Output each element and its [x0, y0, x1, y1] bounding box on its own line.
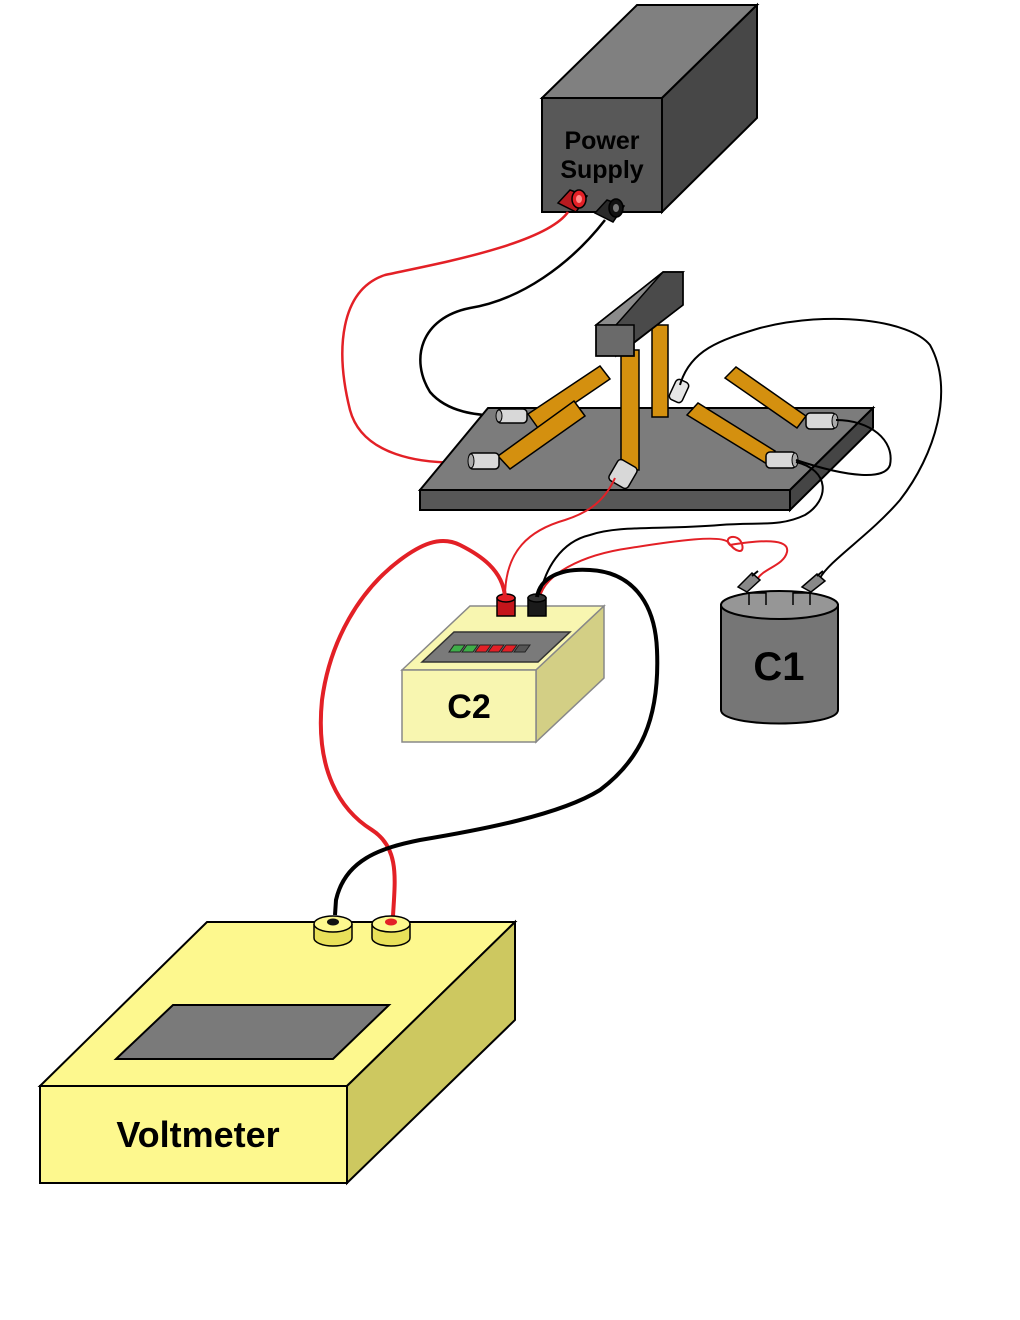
voltmeter-display [113, 1004, 392, 1060]
left-upper-arm [526, 364, 612, 430]
connector-right-upper [805, 412, 839, 430]
black-wire-c2-to-voltmeter [333, 567, 660, 916]
black-wire-supply-to-plate [419, 219, 606, 418]
c2-capacitor: C2 [400, 593, 606, 744]
top-beam [593, 271, 686, 358]
c2-led-row [448, 644, 531, 653]
voltmeter-red-terminal [371, 915, 411, 947]
c1-right-clip [800, 570, 827, 593]
black-wire-right-lower-to-c2 [539, 461, 824, 596]
red-wire-supply-to-plate [341, 211, 570, 464]
c1-capacitor: C1 [720, 570, 839, 725]
c2-black-terminal [527, 593, 547, 617]
left-lower-arm [496, 399, 587, 470]
connector-center-bottom [608, 458, 638, 490]
voltmeter-black-terminal [313, 915, 353, 947]
c1-label: C1 [753, 645, 804, 689]
power-supply: Power Supply [539, 2, 760, 223]
power-supply-black-terminal [593, 198, 626, 223]
c1-left-clip [736, 570, 762, 593]
c2-label: C2 [447, 688, 490, 726]
power-supply-label-line2: Supply [560, 156, 643, 184]
black-wire-right-upper-loop [795, 419, 892, 477]
connector-left-lower [467, 452, 500, 470]
connector-center-top [668, 378, 690, 404]
voltmeter-label: Voltmeter [116, 1114, 279, 1155]
connector-left-upper [495, 408, 528, 424]
red-wire-c2-to-voltmeter [318, 539, 507, 917]
connector-right-lower [765, 451, 799, 469]
red-wire-c2-to-c1 [539, 535, 789, 598]
black-wire-center-to-c1 [679, 317, 943, 579]
c2-red-terminal [496, 593, 516, 617]
power-supply-red-terminal [556, 189, 589, 213]
voltmeter: Voltmeter [37, 915, 518, 1186]
right-lower-arm [685, 402, 777, 466]
vertical-posts [620, 324, 669, 471]
electrode-apparatus [417, 271, 876, 513]
power-supply-label-line1: Power [564, 127, 639, 155]
red-wire-center-to-c2 [504, 477, 616, 598]
